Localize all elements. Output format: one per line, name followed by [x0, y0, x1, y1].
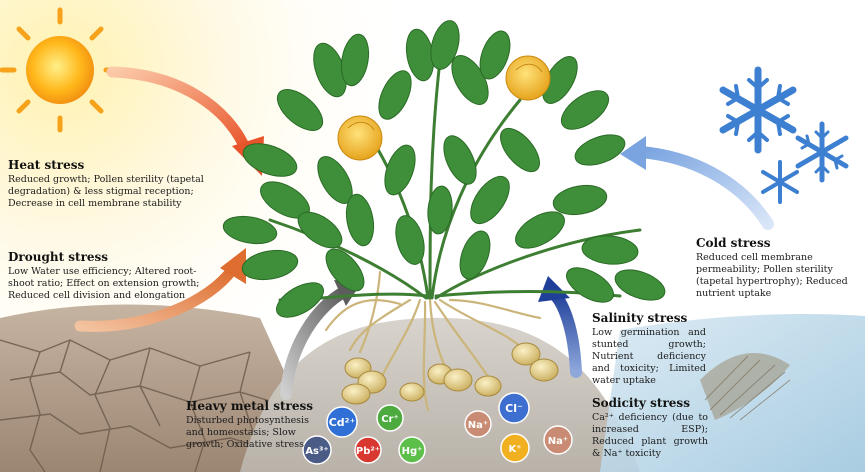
- sodicity-stress-title: Sodicity stress: [592, 396, 708, 410]
- drought-stress-description: Low Water use efficiency; Altered root-s…: [8, 266, 208, 302]
- sodicity-stress-description: Ca²⁺ deficiency (due to increased ESP); …: [592, 412, 708, 460]
- ion-label: Cr⁺: [381, 414, 399, 425]
- heat-stress-block: Heat stress Reduced growth; Pollen steri…: [8, 158, 208, 210]
- ion-marker: Cd²⁺: [327, 407, 357, 437]
- ion-marker: K⁺: [501, 434, 529, 462]
- ion-marker: Na⁺: [544, 426, 572, 454]
- heavy-metal-stress-description: Disturbed photosynthesis and homeostasis…: [186, 415, 324, 451]
- ion-label: K⁺: [508, 444, 521, 455]
- heavy-metal-stress-title: Heavy metal stress: [186, 399, 324, 413]
- heavy-metal-stress-block: Heavy metal stress Disturbed photosynthe…: [186, 399, 324, 451]
- drought-stress-title: Drought stress: [8, 250, 208, 264]
- ion-label: Pb²⁺: [356, 446, 380, 457]
- ion-marker: Pb²⁺: [355, 437, 381, 463]
- ion-marker: Cl⁻: [499, 393, 529, 423]
- cold-stress-block: Cold stress Reduced cell membrane permea…: [696, 236, 862, 300]
- ion-label: Cd²⁺: [329, 416, 356, 429]
- ion-marker: Cr⁺: [377, 405, 403, 431]
- drought-stress-block: Drought stress Low Water use efficiency;…: [8, 250, 208, 302]
- salinity-stress-block: Salinity stress Low germination and stun…: [592, 311, 706, 387]
- salinity-stress-description: Low germination and stunted growth; Nutr…: [592, 327, 706, 387]
- heat-stress-title: Heat stress: [8, 158, 208, 172]
- ion-label: Hg⁺: [402, 446, 423, 457]
- ion-marker: Hg⁺: [399, 437, 425, 463]
- cold-stress-title: Cold stress: [696, 236, 862, 250]
- salinity-stress-title: Salinity stress: [592, 311, 706, 325]
- ion-label: Na⁺: [468, 420, 488, 431]
- sodicity-stress-block: Sodicity stress Ca²⁺ deficiency (due to …: [592, 396, 708, 460]
- ion-label: Cl⁻: [505, 402, 523, 415]
- ion-marker: Na⁺: [465, 411, 491, 437]
- cold-stress-description: Reduced cell membrane permeability; Poll…: [696, 252, 862, 300]
- heat-stress-description: Reduced growth; Pollen sterility (tapeta…: [8, 174, 208, 210]
- ion-label: Na⁺: [548, 436, 568, 447]
